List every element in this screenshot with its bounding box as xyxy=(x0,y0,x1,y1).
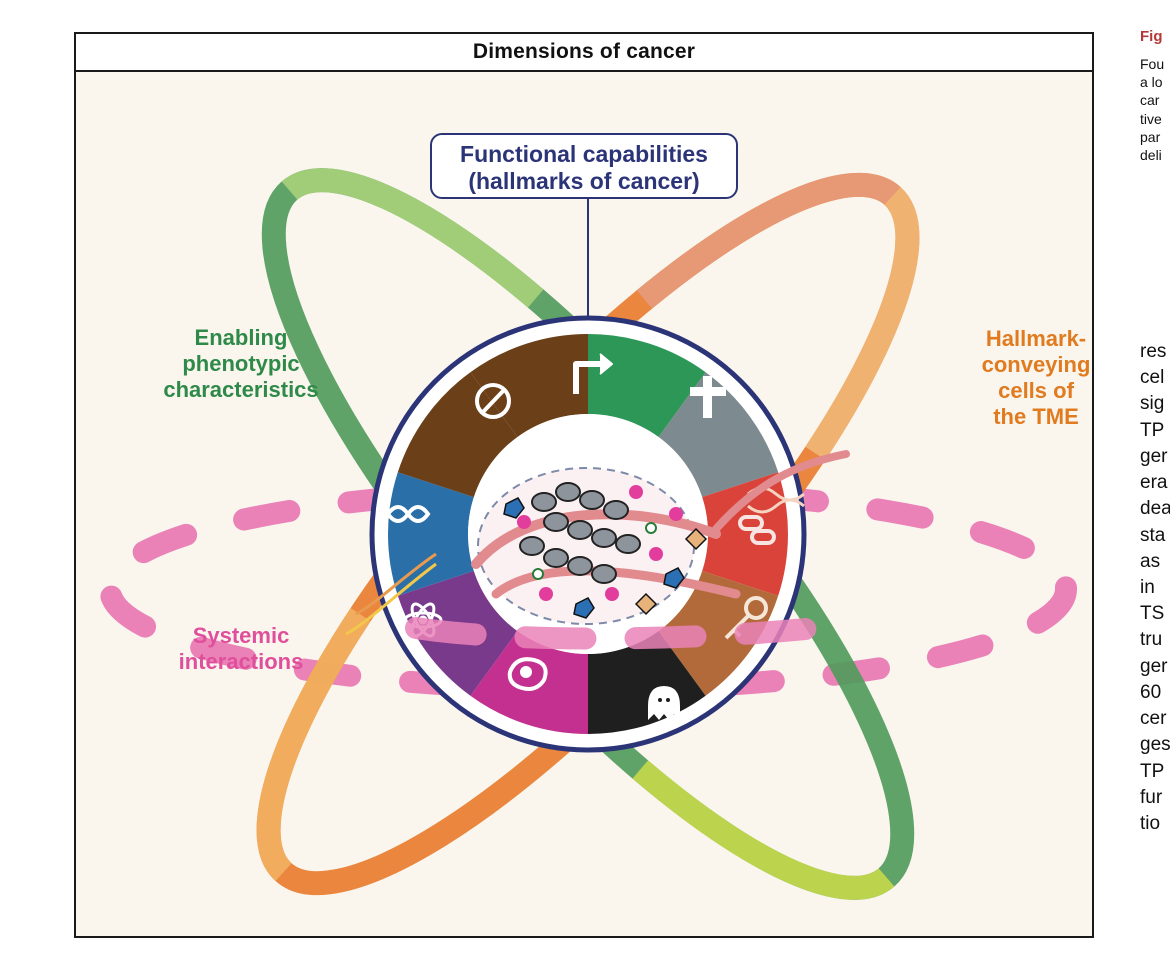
body-text-line: 60 xyxy=(1140,681,1162,703)
caption-text: Fou a lo car tive par deli xyxy=(1140,55,1164,164)
body-text-line: cel xyxy=(1140,367,1165,389)
body-text-line: TP xyxy=(1140,760,1165,782)
caption-line: tive xyxy=(1140,110,1162,127)
caption-line: car xyxy=(1140,92,1160,109)
body-text-line: TS xyxy=(1140,603,1165,625)
dimensions-diagram xyxy=(99,168,1077,900)
arrow-icon xyxy=(573,353,613,394)
caption-line: Fou xyxy=(1140,56,1165,72)
body-text-column: res cel sig TP ger era dea sta as in TS … xyxy=(1140,339,1170,837)
body-text-line: era xyxy=(1140,472,1168,494)
systemic-label-line-1: Systemic xyxy=(192,623,290,648)
caption-line: a lo xyxy=(1140,74,1163,91)
hallmark-label-line-3: cells of xyxy=(998,377,1074,403)
enabling-characteristics-label: Enabling phenotypic characteristics xyxy=(146,325,336,403)
body-text-line: fur xyxy=(1140,786,1163,808)
body-text-line: ger xyxy=(1140,445,1168,467)
body-text-line: tio xyxy=(1140,812,1161,834)
body-text-line: ger xyxy=(1140,655,1168,677)
functional-capabilities-label: Functional capabilities (hallmarks of ca… xyxy=(430,133,738,199)
body-text-line: as xyxy=(1140,550,1161,572)
hallmark-label-line-1: Hallmark- xyxy=(985,326,1087,351)
body-text-line: tru xyxy=(1140,629,1163,651)
figure-frame: Dimensions of cancer xyxy=(74,32,1094,938)
hallmark-conveying-cells-label: Hallmark- conveying cells of the TME xyxy=(956,326,1116,430)
hallmark-label-line-4: the TME xyxy=(993,403,1079,429)
body-text-line: dea xyxy=(1140,498,1170,520)
systemic-label-line-2: interactions xyxy=(178,648,304,674)
tumor-microenvironment xyxy=(345,450,850,636)
figure-title: Dimensions of cancer xyxy=(76,34,1092,72)
body-text-line: in xyxy=(1140,576,1155,598)
macrophage-icon xyxy=(507,657,548,691)
ghost-icon xyxy=(648,686,680,720)
cross-icon xyxy=(690,376,726,418)
hallmark-label-line-2: conveying xyxy=(981,351,1091,377)
enabling-label-line-3: characteristics xyxy=(163,376,319,402)
broken-chain-icon xyxy=(738,515,776,545)
caption-line: deli xyxy=(1140,146,1162,163)
caption-title: Fig xyxy=(1140,28,1163,45)
enabling-label-line-1: Enabling xyxy=(194,325,288,350)
body-text-line: ges xyxy=(1140,734,1170,756)
caption-line: par xyxy=(1140,128,1161,145)
functional-label-line-2: (hallmarks of cancer) xyxy=(468,168,700,195)
no-entry-icon xyxy=(475,383,511,419)
enabling-label-line-2: phenotypic xyxy=(182,350,300,376)
systemic-ellipse-front xyxy=(405,617,827,650)
body-text-line: sta xyxy=(1140,524,1166,546)
body-text-line: res xyxy=(1140,341,1167,362)
body-text-line: cer xyxy=(1140,708,1167,730)
functional-label-line-1: Functional capabilities xyxy=(460,141,708,167)
infinity-icon xyxy=(385,505,431,523)
body-text-line: sig xyxy=(1140,393,1165,415)
body-text-line: TP xyxy=(1140,419,1165,441)
systemic-interactions-label: Systemic interactions xyxy=(171,623,311,675)
